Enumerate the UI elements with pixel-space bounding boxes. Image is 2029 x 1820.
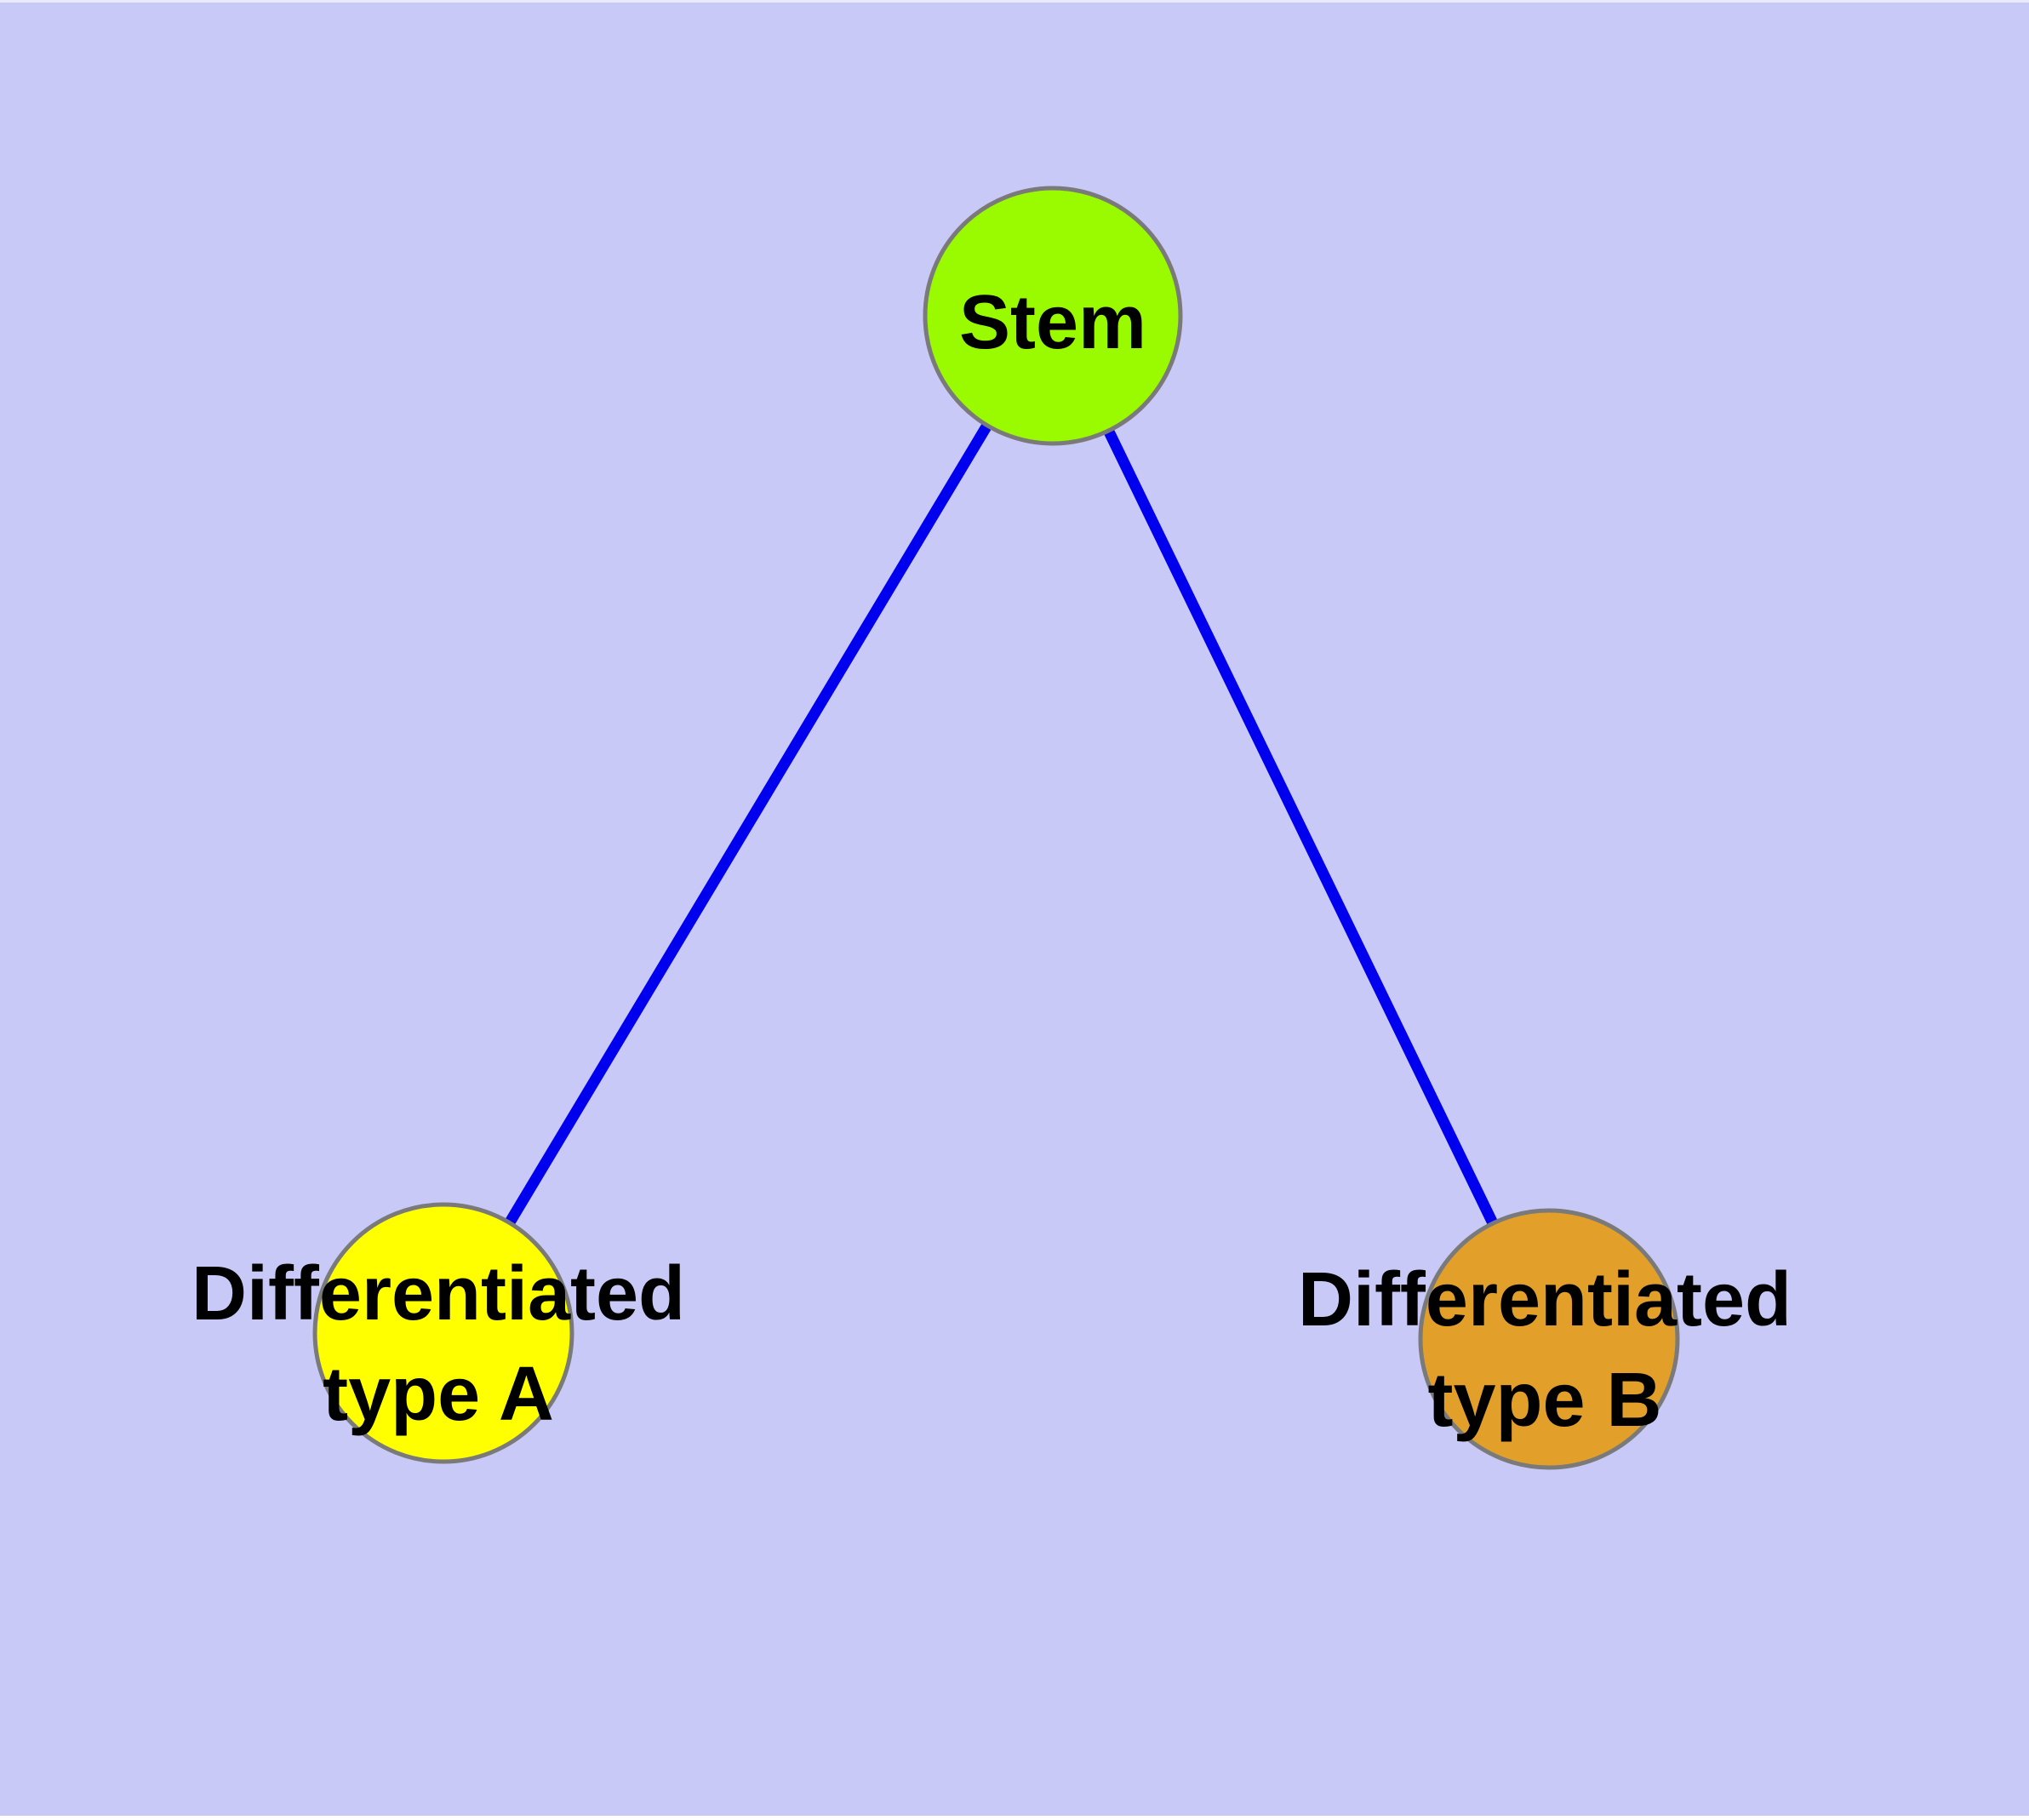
node-stem: Stem bbox=[923, 186, 1183, 446]
edge-stem-to-type-b bbox=[1048, 313, 1554, 1342]
node-differentiated-type-b: Differentiated type B bbox=[1298, 1208, 1792, 1470]
type-a-node-circle bbox=[312, 1202, 574, 1464]
type-b-node-circle bbox=[1418, 1208, 1680, 1470]
stem-node-circle bbox=[923, 186, 1183, 446]
type-b-node-label-line2: type B bbox=[1427, 1358, 1661, 1443]
type-b-node-label-line1: Differentiated bbox=[1298, 1257, 1792, 1342]
top-edge-strip bbox=[0, 0, 2029, 3]
type-a-node-label-line2: type A bbox=[323, 1352, 554, 1437]
bottom-edge-strip bbox=[0, 1816, 2029, 1820]
node-differentiated-type-a: Differentiated type A bbox=[191, 1202, 685, 1464]
stem-node-label: Stem bbox=[959, 280, 1146, 365]
type-a-node-label-line1: Differentiated bbox=[191, 1251, 685, 1336]
edge-stem-to-type-a bbox=[438, 312, 1058, 1336]
